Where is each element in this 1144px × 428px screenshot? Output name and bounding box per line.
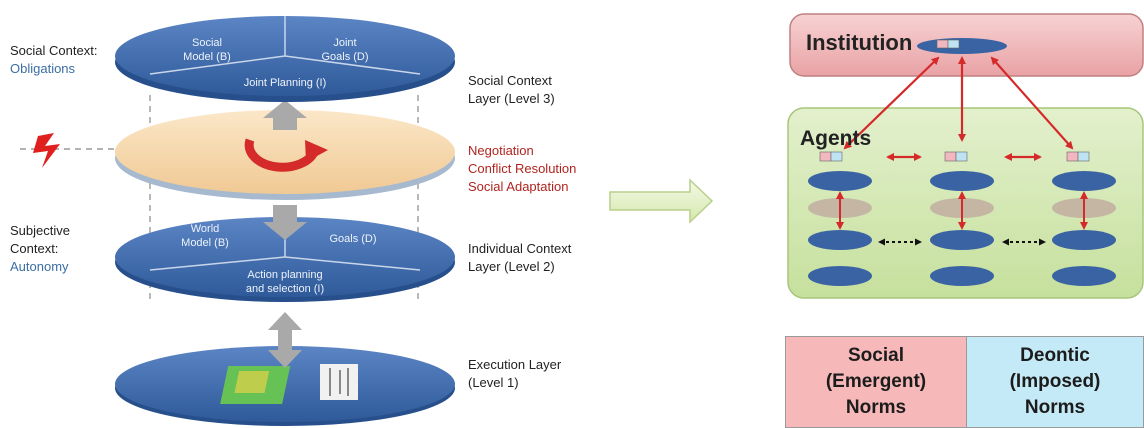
agents-label: Agents <box>800 127 872 150</box>
individual-layer-label: Individual Context Layer (Level 2) <box>468 241 572 274</box>
institution-label: Institution <box>806 30 913 55</box>
social-layer-disk <box>115 16 455 102</box>
subjective-context-sub: Autonomy <box>10 259 69 274</box>
agent-stack-1 <box>808 171 872 286</box>
negotiation-label: Negotiation <box>468 143 534 158</box>
document-image <box>320 364 358 400</box>
individual-layer-disk <box>115 217 455 302</box>
transition-arrow <box>609 178 714 224</box>
social-context-sub: Obligations <box>10 61 76 76</box>
social-adaptation-label: Social Adaptation <box>468 179 569 194</box>
agent-stack-3 <box>1052 171 1116 286</box>
lightning-icon <box>33 133 60 168</box>
conflict-resolution-label: Conflict Resolution <box>468 161 577 176</box>
grey-double-arrow-lower <box>268 312 302 368</box>
world-model-label: World Model (B) <box>181 223 229 249</box>
deontic-norms-box: Deontic (Imposed) Norms <box>966 336 1144 428</box>
social-model-label: Social Model (B) <box>183 37 231 63</box>
negotiation-band <box>115 100 455 200</box>
agent-tokens <box>819 151 1090 162</box>
agent-stack-2 <box>930 171 994 286</box>
joint-goals-label: Joint Goals (D) <box>321 37 369 63</box>
joint-planning-label: Joint Planning (I) <box>243 77 327 89</box>
social-layer-label: Social Context Layer (Level 3) <box>468 73 555 106</box>
grey-arrow-down <box>263 205 307 240</box>
execution-layer-label: Execution Layer (Level 1) <box>468 357 562 390</box>
execution-layer-disk <box>115 346 455 426</box>
goals-label: Goals (D) <box>329 233 377 245</box>
social-norms-box: Social (Emergent) Norms <box>785 336 967 428</box>
subjective-context-label: Subjective Context: <box>10 223 70 256</box>
social-context-label: Social Context: <box>10 43 98 58</box>
action-planning-label: Action planning and selection (I) <box>245 269 325 295</box>
